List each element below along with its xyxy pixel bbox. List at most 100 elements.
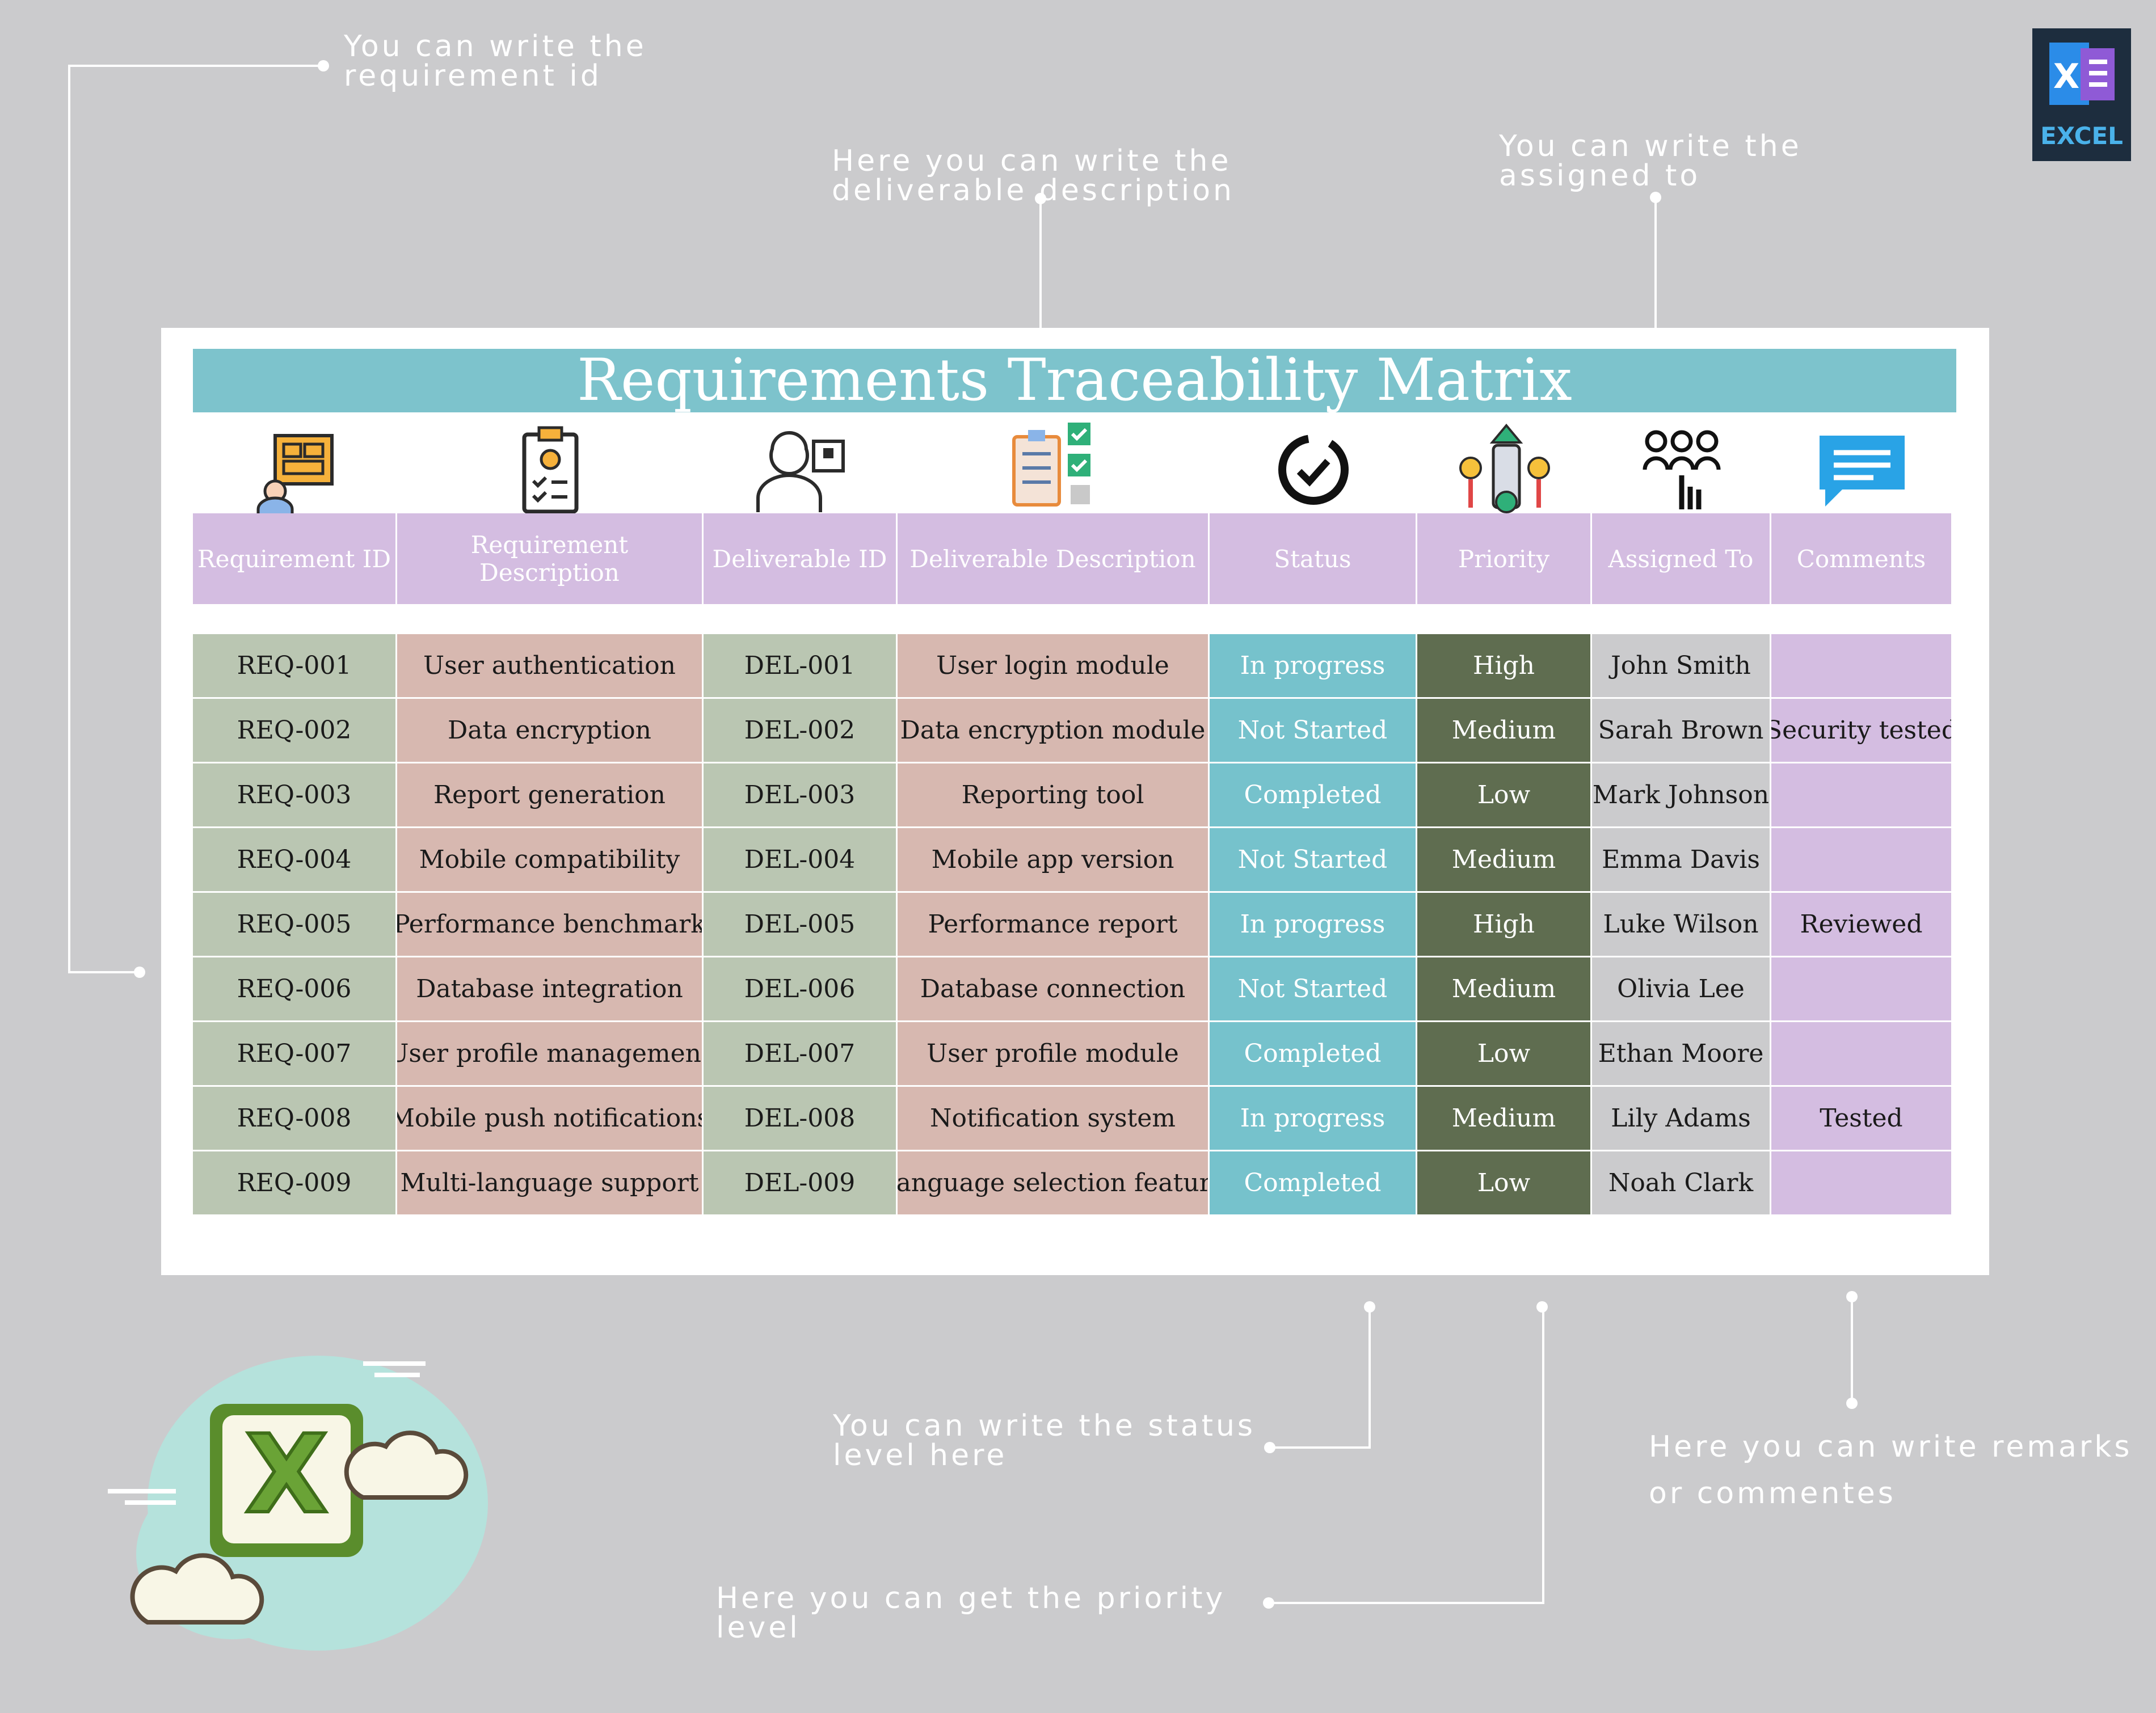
table-cell[interactable]: DEL-004 [704, 828, 898, 893]
table-cell[interactable]: High [1417, 634, 1592, 699]
table-cell[interactable]: Not Started [1210, 828, 1417, 893]
excel-cloud-illustration-icon: X [108, 1356, 488, 1651]
table-cell[interactable]: Reviewed [1771, 893, 1953, 957]
clipboard-gear-icon [397, 423, 704, 516]
table-cell[interactable]: REQ-008 [193, 1087, 397, 1151]
table-cell[interactable]: In progress [1210, 1087, 1417, 1151]
table-cell[interactable] [1771, 1022, 1953, 1087]
table-cell[interactable]: Security tested [1771, 699, 1953, 763]
table-cell[interactable]: DEL-008 [704, 1087, 898, 1151]
excel-logo-icon: X [2049, 43, 2115, 105]
table-cell[interactable]: Completed [1210, 1022, 1417, 1087]
table-cell[interactable]: User login module [898, 634, 1210, 699]
table-cell[interactable]: DEL-005 [704, 893, 898, 957]
callout-requirement-id: You can write the requirement id [344, 29, 647, 93]
table-cell[interactable]: REQ-001 [193, 634, 397, 699]
chat-bubble-icon [1771, 423, 1953, 516]
table-cell[interactable]: Luke Wilson [1592, 893, 1771, 957]
column-header[interactable]: Priority [1417, 513, 1592, 604]
team-hand-icon [1592, 423, 1771, 516]
table-cell[interactable]: Data encryption [397, 699, 704, 763]
table-cell[interactable]: Reporting tool [898, 763, 1210, 828]
svg-text:X: X [2053, 57, 2079, 96]
table-cell[interactable]: John Smith [1592, 634, 1771, 699]
callout-deliverable-description: Here you can write the deliverable descr… [832, 144, 1235, 208]
table-cell[interactable]: In progress [1210, 893, 1417, 957]
table-cell[interactable]: Completed [1210, 763, 1417, 828]
table-cell[interactable]: Medium [1417, 828, 1592, 893]
table-cell[interactable]: REQ-006 [193, 957, 397, 1022]
table-cell[interactable] [1771, 763, 1953, 828]
page-title: Requirements Traceability Matrix [193, 349, 1956, 412]
table-cell[interactable]: Report generation [397, 763, 704, 828]
table-cell[interactable]: Mobile compatibility [397, 828, 704, 893]
table-cell[interactable]: Completed [1210, 1151, 1417, 1216]
table-cell[interactable]: DEL-001 [704, 634, 898, 699]
priority-arrows-icon [1417, 423, 1592, 516]
table-cell[interactable]: User profile management [397, 1022, 704, 1087]
table-cell[interactable]: Mobile push notifications [397, 1087, 704, 1151]
table-cell[interactable]: Low [1417, 1151, 1592, 1216]
table-cell[interactable]: Lily Adams [1592, 1087, 1771, 1151]
table-cell[interactable]: Performance benchmark [397, 893, 704, 957]
column-header[interactable]: Requirement Description [397, 513, 704, 604]
column-header[interactable]: Deliverable Description [898, 513, 1210, 604]
table-cell[interactable] [1771, 1151, 1953, 1216]
table-cell[interactable]: REQ-005 [193, 893, 397, 957]
table-cell[interactable]: User profile module [898, 1022, 1210, 1087]
table-cell[interactable]: DEL-007 [704, 1022, 898, 1087]
table-cell[interactable]: Multi-language support [397, 1151, 704, 1216]
table-cell[interactable]: Database connection [898, 957, 1210, 1022]
callout-comments: Here you can write remarks or commentes [1649, 1430, 2133, 1511]
table-cell[interactable] [1771, 634, 1953, 699]
table-cell[interactable]: Low [1417, 763, 1592, 828]
table-cell[interactable]: Language selection feature [898, 1151, 1210, 1216]
callout-status: You can write the status level here [833, 1409, 1256, 1472]
table-cell[interactable]: REQ-003 [193, 763, 397, 828]
table-cell[interactable] [1771, 957, 1953, 1022]
table-cell[interactable]: Notification system [898, 1087, 1210, 1151]
svg-text:X: X [245, 1412, 329, 1537]
checklist-icon [898, 423, 1210, 516]
worker-box-icon [704, 423, 898, 516]
table-cell[interactable]: DEL-009 [704, 1151, 898, 1216]
table-cell[interactable]: Performance report [898, 893, 1210, 957]
table-cell[interactable]: Tested [1771, 1087, 1953, 1151]
column-header[interactable]: Status [1210, 513, 1417, 604]
table-cell[interactable] [1771, 828, 1953, 893]
table-cell[interactable]: REQ-009 [193, 1151, 397, 1216]
excel-badge-label: EXCEL [2040, 122, 2123, 150]
table-cell[interactable]: In progress [1210, 634, 1417, 699]
table-cell[interactable]: Medium [1417, 1087, 1592, 1151]
table-cell[interactable]: Sarah Brown [1592, 699, 1771, 763]
table-cell[interactable]: REQ-007 [193, 1022, 397, 1087]
column-header[interactable]: Comments [1771, 513, 1953, 604]
table-cell[interactable]: Mobile app version [898, 828, 1210, 893]
column-header[interactable]: Requirement ID [193, 513, 397, 604]
table-cell[interactable]: Database integration [397, 957, 704, 1022]
table-cell[interactable]: Mark Johnson [1592, 763, 1771, 828]
callout-assigned-to: You can write the assigned to [1499, 129, 1802, 193]
table-cell[interactable]: High [1417, 893, 1592, 957]
table-cell[interactable]: Ethan Moore [1592, 1022, 1771, 1087]
table-cell[interactable]: Medium [1417, 699, 1592, 763]
table-cell[interactable]: Medium [1417, 957, 1592, 1022]
table-cell[interactable]: User authentication [397, 634, 704, 699]
table-cell[interactable]: REQ-004 [193, 828, 397, 893]
table-cell[interactable]: DEL-003 [704, 763, 898, 828]
table-cell[interactable]: Emma Davis [1592, 828, 1771, 893]
excel-badge: X EXCEL [2032, 28, 2131, 161]
table-cell[interactable]: Noah Clark [1592, 1151, 1771, 1216]
presenter-board-icon [193, 423, 397, 516]
table-cell[interactable]: Not Started [1210, 699, 1417, 763]
table-cell[interactable]: DEL-002 [704, 699, 898, 763]
table-cell[interactable]: Olivia Lee [1592, 957, 1771, 1022]
column-header[interactable]: Deliverable ID [704, 513, 898, 604]
column-header[interactable]: Assigned To [1592, 513, 1771, 604]
table-cell[interactable]: DEL-006 [704, 957, 898, 1022]
table-cell[interactable]: Not Started [1210, 957, 1417, 1022]
table-cell[interactable]: Data encryption module [898, 699, 1210, 763]
table-cell[interactable]: REQ-002 [193, 699, 397, 763]
status-clock-icon [1210, 423, 1417, 516]
table-cell[interactable]: Low [1417, 1022, 1592, 1087]
